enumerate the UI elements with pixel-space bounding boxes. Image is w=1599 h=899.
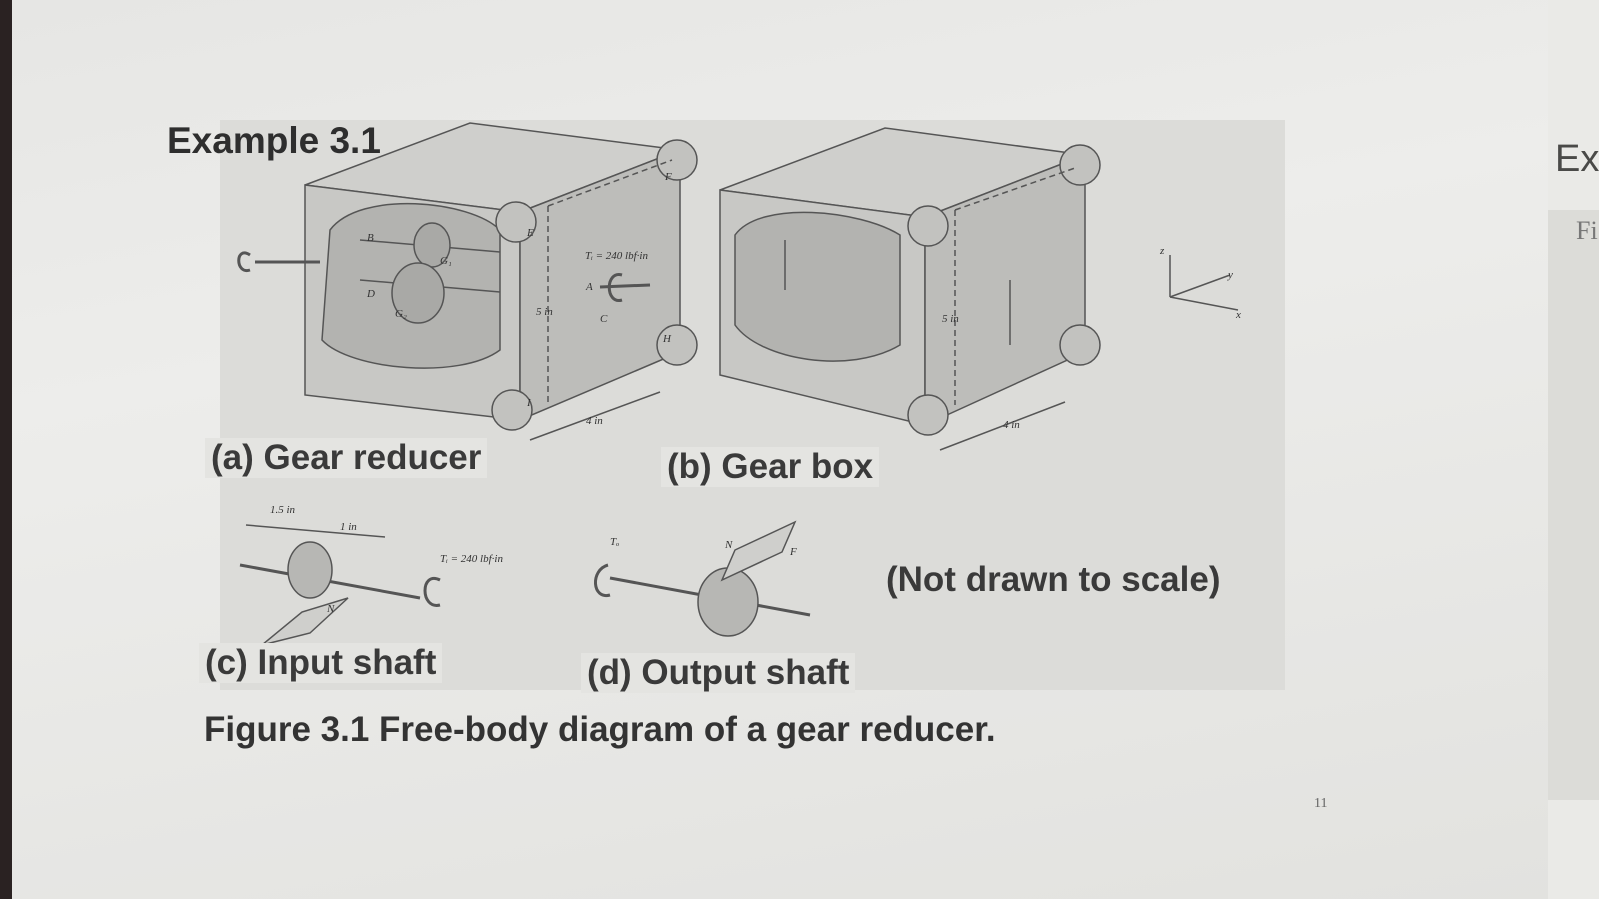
point-a-label: A	[585, 281, 593, 293]
torque-label: Tᵢ = 240 lbf·in	[585, 250, 648, 262]
gear-reducer-box	[237, 122, 698, 441]
input-shaft	[239, 524, 441, 646]
gear-box	[719, 127, 1239, 451]
force-f-label-d: F	[789, 546, 797, 558]
figure-caption: Figure 3.1 Free-body diagram of a gear r…	[204, 710, 996, 749]
label-gear-box: (b) Gear box	[661, 447, 880, 487]
axis-y-label: y	[1227, 269, 1233, 281]
dim-5in-b: 5 in	[942, 313, 959, 325]
point-h-label: H	[662, 333, 672, 345]
label-gear-reducer: (a) Gear reducer	[205, 438, 488, 478]
point-f-label: F	[664, 171, 672, 183]
example-title: Example 3.1	[167, 120, 381, 161]
dim-4in-a: 4 in	[586, 415, 603, 427]
torque-label-c: Tᵢ = 240 lbf·in	[440, 553, 503, 565]
point-i-label: I	[526, 397, 532, 409]
dim-15in: 1.5 in	[270, 504, 296, 516]
label-not-to-scale: (Not drawn to scale)	[886, 560, 1221, 599]
next-slide-edge	[1548, 0, 1599, 899]
label-output-shaft: (d) Output shaft	[581, 653, 856, 693]
force-n-label-d: N	[724, 539, 733, 551]
axis-z-label: z	[1159, 245, 1165, 257]
next-slide-title: Ex	[1555, 138, 1599, 180]
gear-g2-label: G₂	[395, 308, 407, 320]
dim-1in: 1 in	[340, 521, 357, 533]
force-n-label-c: N	[326, 603, 335, 615]
next-slide-subtitle: Fi	[1576, 216, 1598, 245]
page-number: 11	[1314, 796, 1328, 811]
gear-g1-label: G₁	[440, 255, 452, 267]
axis-x-label: x	[1235, 309, 1241, 321]
label-input-shaft: (c) Input shaft	[199, 643, 443, 683]
output-shaft	[594, 520, 811, 637]
dim-4in-b: 4 in	[1003, 419, 1020, 431]
point-b-label: B	[367, 232, 374, 244]
point-c-label: C	[600, 313, 608, 325]
torque-to-label: Tₒ	[610, 536, 619, 548]
dim-5in-a: 5 in	[536, 306, 553, 318]
point-d-label: D	[366, 288, 375, 300]
point-e-label: E	[526, 227, 534, 239]
